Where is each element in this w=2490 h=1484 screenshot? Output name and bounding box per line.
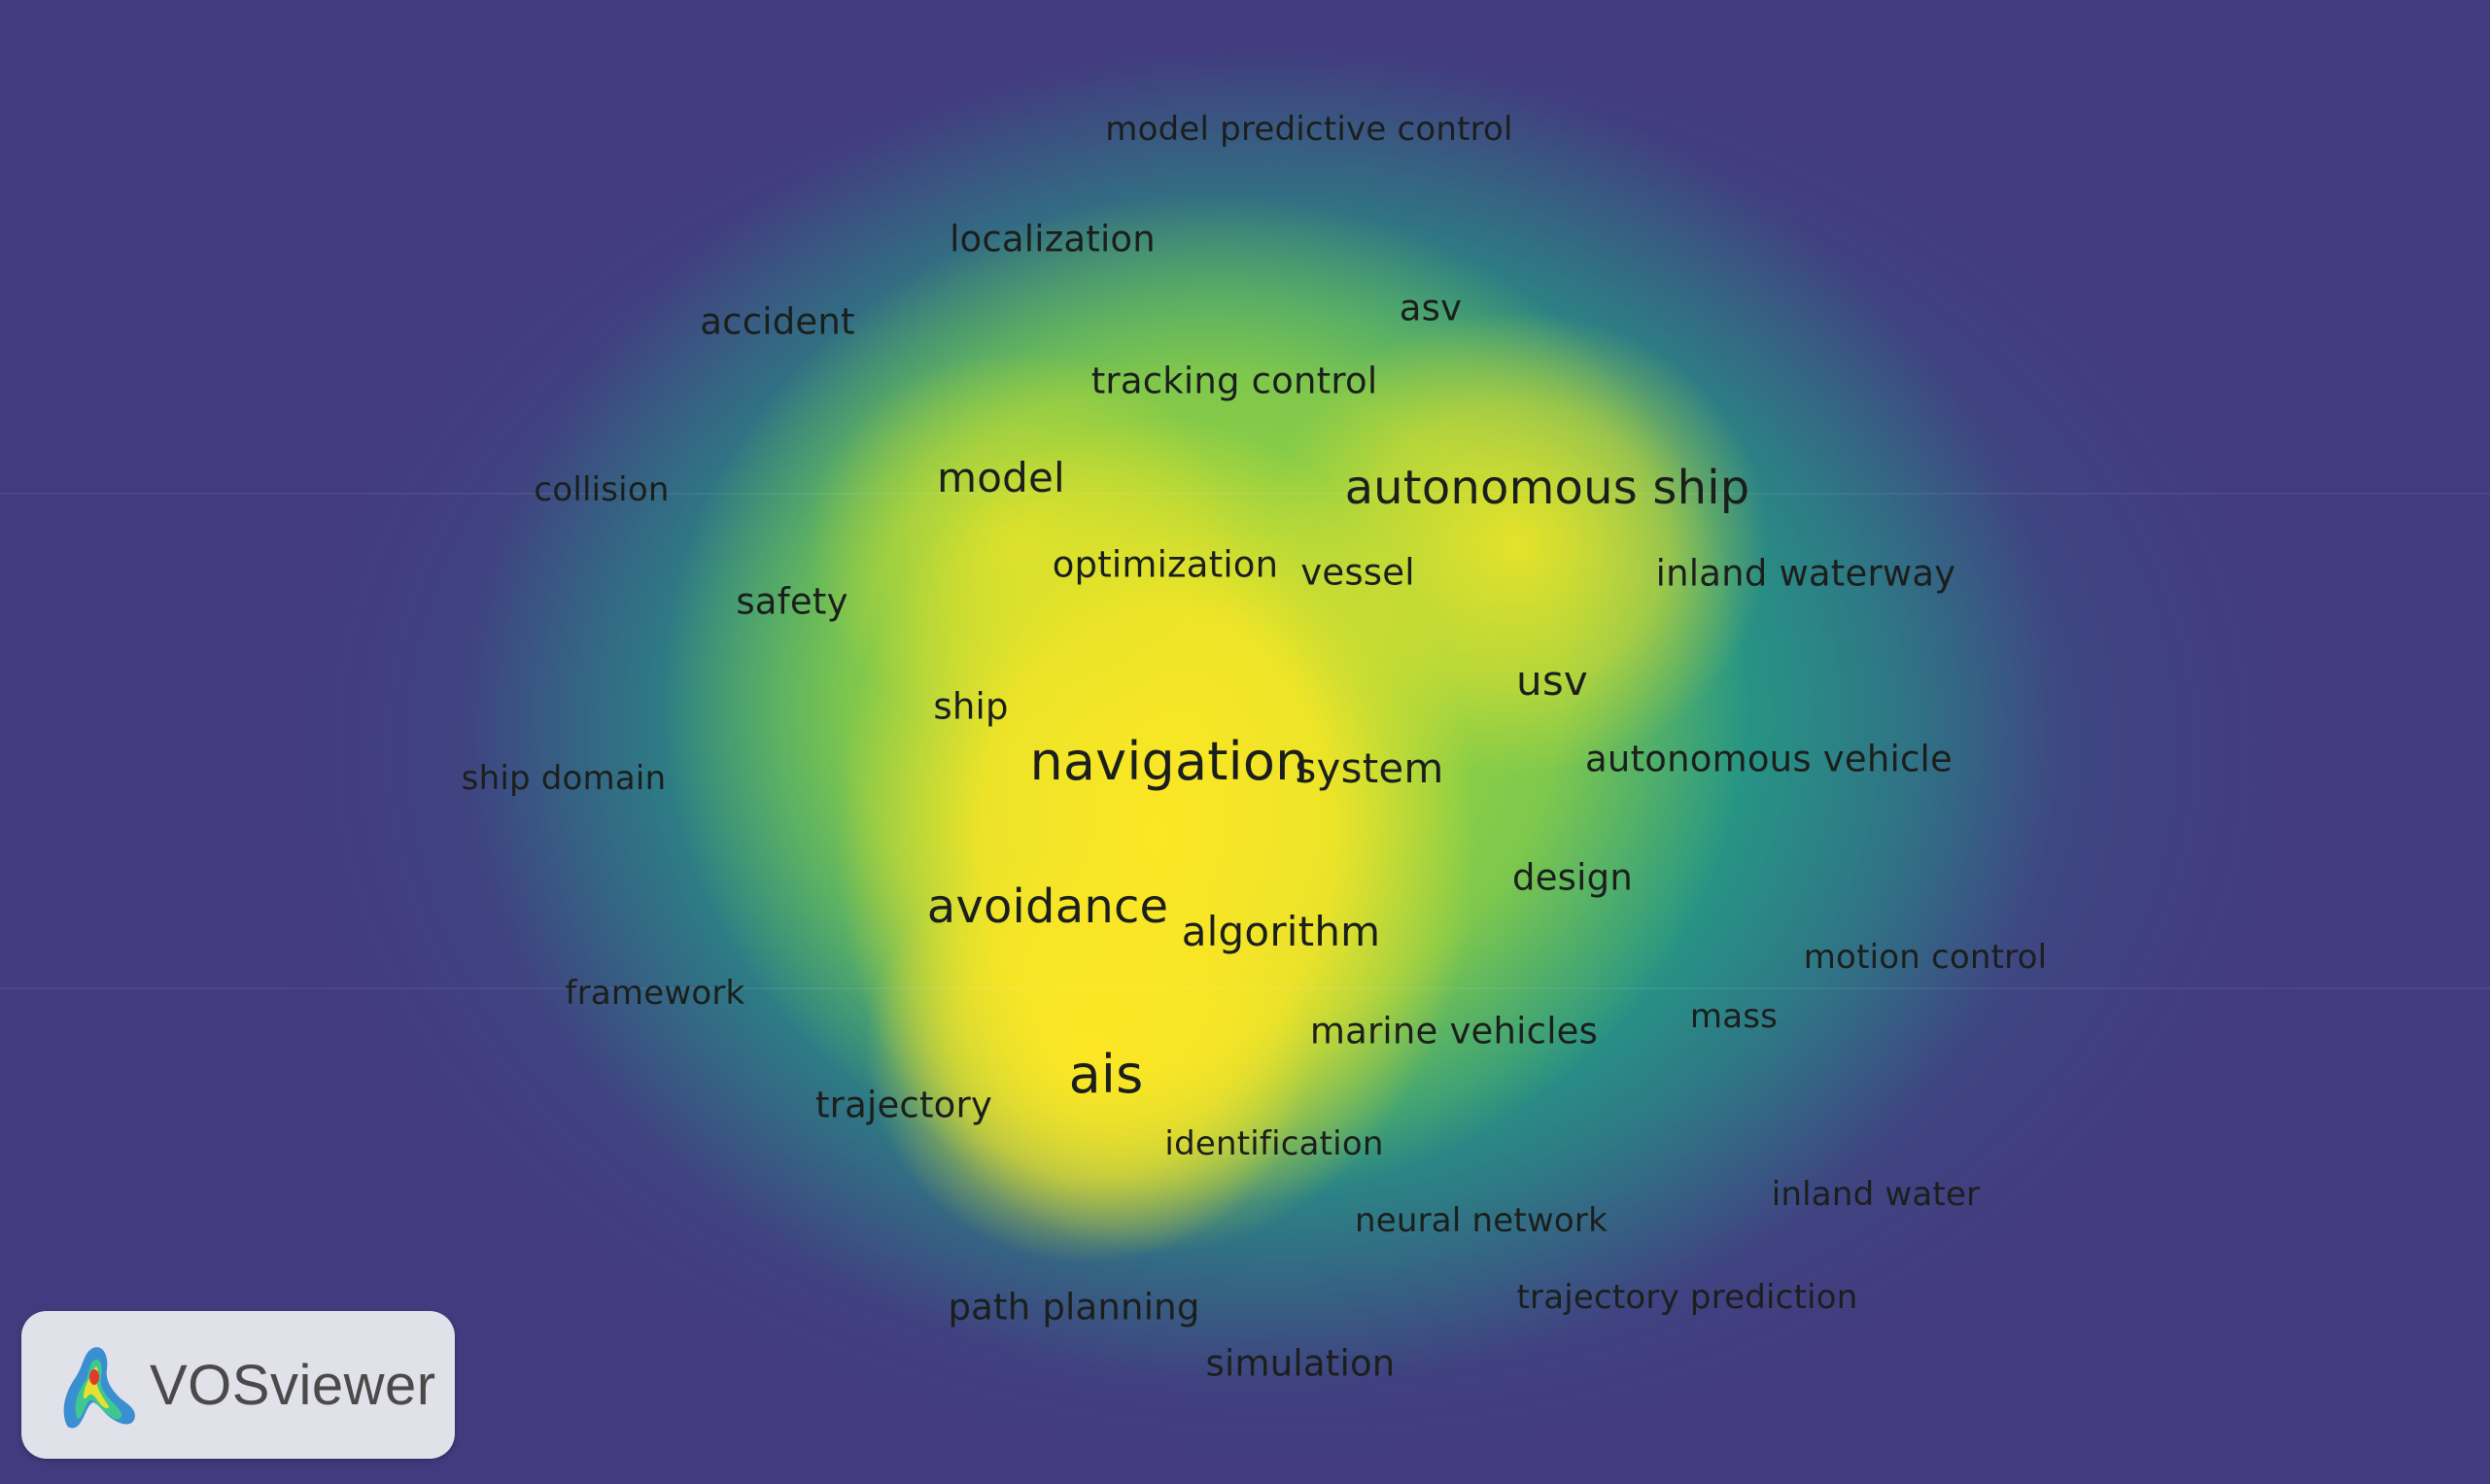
term-tracking-control[interactable]: tracking control [1090, 360, 1378, 402]
term-model-predictive-control[interactable]: model predictive control [1105, 110, 1513, 149]
term-system[interactable]: system [1295, 744, 1444, 792]
term-ais[interactable]: ais [1068, 1044, 1144, 1105]
term-trajectory[interactable]: trajectory [814, 1084, 993, 1126]
term-navigation[interactable]: navigation [1029, 731, 1309, 792]
term-vessel[interactable]: vessel [1300, 551, 1415, 594]
term-motion-control[interactable]: motion control [1803, 938, 2048, 977]
term-inland-water[interactable]: inland water [1771, 1175, 1981, 1214]
brand-name: VOSviewer [150, 1353, 436, 1417]
term-ship[interactable]: ship [933, 685, 1009, 728]
term-asv[interactable]: asv [1399, 287, 1463, 329]
term-mass[interactable]: mass [1689, 997, 1779, 1036]
vosviewer-logo-icon [63, 1347, 135, 1429]
term-safety[interactable]: safety [736, 580, 848, 623]
term-trajectory-prediction[interactable]: trajectory prediction [1516, 1278, 1858, 1317]
term-autonomous-vehicle[interactable]: autonomous vehicle [1585, 738, 1953, 780]
term-marine-vehicles[interactable]: marine vehicles [1309, 1010, 1599, 1053]
term-framework[interactable]: framework [565, 974, 745, 1013]
term-avoidance[interactable]: avoidance [926, 880, 1169, 934]
term-identification[interactable]: identification [1164, 1124, 1384, 1163]
term-optimization[interactable]: optimization [1052, 543, 1279, 586]
term-accident[interactable]: accident [700, 300, 855, 343]
term-collision[interactable]: collision [534, 470, 670, 509]
term-inland-waterway[interactable]: inland waterway [1655, 552, 1956, 595]
term-algorithm[interactable]: algorithm [1181, 908, 1381, 955]
term-simulation[interactable]: simulation [1205, 1342, 1396, 1385]
vosviewer-brand-badge: VOSviewer [21, 1311, 455, 1459]
term-ship-domain[interactable]: ship domain [461, 759, 667, 798]
term-neural-network[interactable]: neural network [1355, 1201, 1608, 1240]
term-localization[interactable]: localization [950, 218, 1156, 260]
term-path-planning[interactable]: path planning [948, 1286, 1200, 1329]
term-design[interactable]: design [1512, 856, 1633, 899]
term-autonomous-ship[interactable]: autonomous ship [1344, 461, 1750, 515]
term-usv[interactable]: usv [1516, 657, 1588, 705]
term-model[interactable]: model [937, 454, 1065, 501]
